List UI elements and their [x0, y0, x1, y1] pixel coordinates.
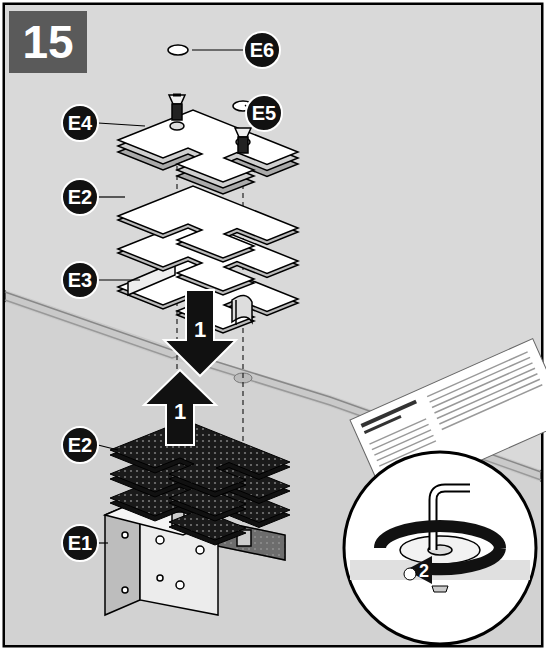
step-arrow-number: 1: [194, 319, 206, 341]
callout-circle: E3: [61, 261, 99, 299]
step-number: 15: [22, 19, 73, 65]
step-arrow-number: 1: [174, 401, 186, 423]
part-callout: E2: [68, 187, 92, 207]
step-number-box: 15: [9, 11, 87, 73]
callout-circle: E5: [245, 94, 283, 132]
step-arrow-number: 2: [419, 562, 429, 580]
callout-circle: E2: [61, 426, 99, 464]
part-callout: E2: [68, 435, 92, 455]
part-callout: E6: [250, 40, 274, 60]
part-callout: E4: [68, 113, 92, 133]
callout-circle: E2: [61, 178, 99, 216]
callout-circle: E4: [61, 104, 99, 142]
callout-circle: E6: [243, 31, 281, 69]
part-callout: E3: [68, 270, 92, 290]
part-callout: E5: [252, 103, 276, 123]
part-callout: E1: [68, 533, 92, 553]
callout-circle: E1: [61, 524, 99, 562]
